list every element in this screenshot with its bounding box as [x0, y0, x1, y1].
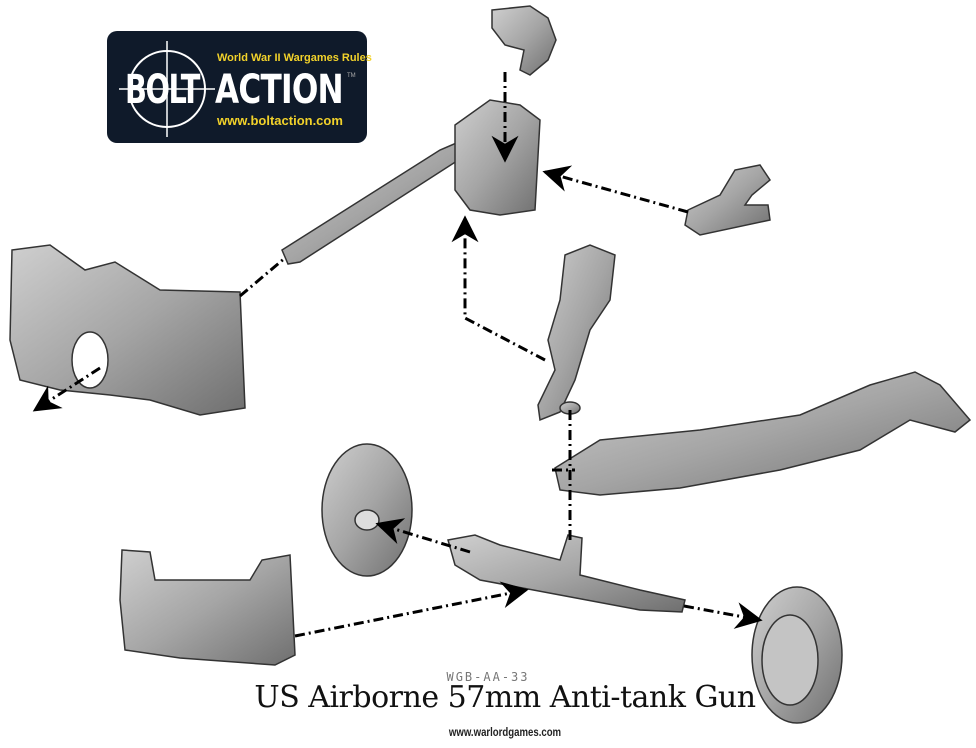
product-title: US Airborne 57mm Anti-tank Gun — [254, 680, 756, 715]
guide-wheel-right — [683, 602, 763, 629]
part-barrel — [281, 137, 475, 265]
part-handle — [684, 164, 771, 236]
part-sight — [491, 5, 557, 76]
logo-url: www.boltaction.com — [217, 113, 343, 128]
part-trail-leg-right — [554, 371, 972, 496]
logo-word-action: ACTION — [215, 67, 344, 113]
part-breech — [454, 99, 541, 216]
product-code: WGB-AA-33 — [446, 670, 530, 684]
guide-trail-breech — [451, 215, 546, 362]
guide-shield-hole — [32, 366, 101, 412]
guide-wheel-left — [375, 518, 471, 554]
guide-lower-shield — [294, 581, 529, 638]
part-axle — [447, 534, 686, 613]
guide-handle — [542, 165, 689, 214]
guide-lines — [32, 72, 763, 638]
logo-tagline: World War II Wargames Rules — [217, 52, 372, 64]
crosshair-icon — [119, 41, 215, 137]
part-gun-shield — [9, 244, 246, 416]
logo-word-bolt: BOLT — [125, 67, 200, 113]
part-lower-shield — [119, 549, 296, 666]
logo-trademark: TM — [347, 73, 356, 79]
bolt-action-logo: World War II Wargames Rules BOLT ACTION … — [107, 31, 372, 143]
part-trail-leg-left — [537, 244, 616, 422]
guide-barrel-shield — [239, 256, 286, 298]
website-link[interactable]: www.warlordgames.com — [448, 725, 562, 739]
